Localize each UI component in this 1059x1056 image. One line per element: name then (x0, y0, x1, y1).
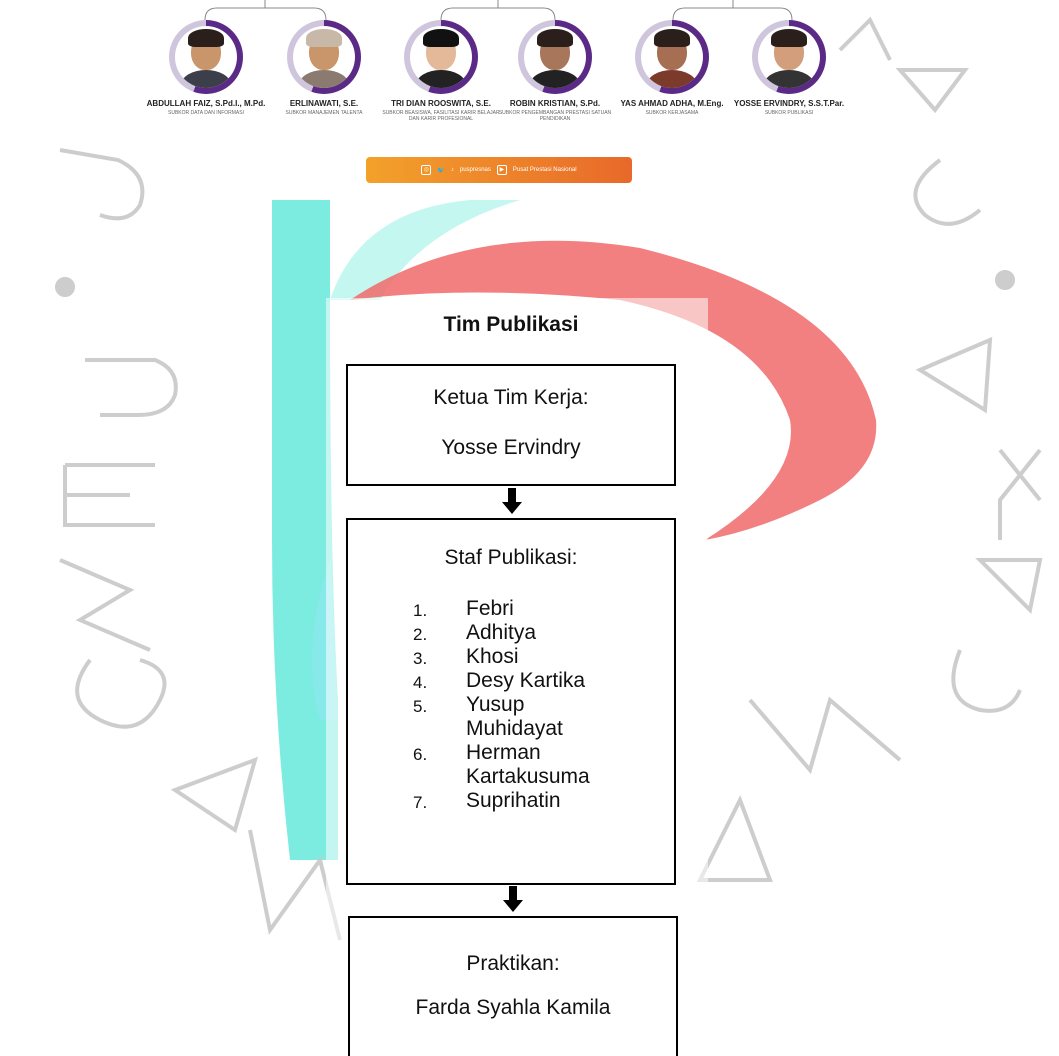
avatar (404, 20, 478, 94)
social-handle: puspresnas (459, 167, 491, 173)
flowchart-title: Tim Publikasi (443, 313, 579, 336)
twitter-icon: 🐦 (437, 167, 445, 174)
avatar (752, 20, 826, 94)
person-role: SUBKOR MANAJEMEN TALENTA (285, 110, 363, 116)
leader-heading: Ketua Tim Kerja: (433, 386, 589, 409)
tiktok-icon: ♪ (450, 167, 454, 173)
person-name: ERLINAWATI, S.E. (289, 99, 359, 108)
intern-name: Farda Syahla Kamila (415, 996, 611, 1019)
youtube-icon: ▶ (496, 165, 507, 175)
list-item: 3.Khosi (413, 645, 519, 668)
person-name: ROBIN KRISTIAN, S.Pd. (509, 99, 601, 108)
org-chart-connectors (204, 0, 793, 21)
person-card: ROBIN KRISTIAN, S.Pd. SUBKOR PENGEMBANGA… (495, 20, 615, 122)
social-media-bar: ◎ 🐦 ♪ puspresnas ▶ Pusat Prestasi Nasion… (366, 157, 632, 183)
list-item: 5.Yusup Muhidayat (413, 693, 563, 740)
list-item: 4.Desy Kartika (413, 669, 586, 692)
intern-heading: Praktikan: (466, 952, 560, 975)
person-name: YAS AHMAD ADHA, M.Eng. (620, 99, 724, 108)
person-name: YOSSE ERVINDRY, S.S.T.Par. (733, 99, 845, 108)
arrow-down-icon (502, 488, 522, 516)
watermark-red-arc (350, 240, 877, 541)
list-item: 2.Adhitya (413, 621, 537, 644)
person-role: SUBKOR KERJASAMA (645, 110, 699, 116)
list-item: 7.Suprihatin (413, 789, 561, 812)
list-item: 1.Febri (413, 597, 514, 620)
person-card: YAS AHMAD ADHA, M.Eng. SUBKOR KERJASAMA (612, 20, 732, 116)
person-role: SUBKOR PUBLIKASI (764, 110, 814, 116)
watermark-teal-arc (330, 200, 520, 300)
staff-heading: Staf Publikasi: (444, 546, 578, 569)
intern-box: Praktikan: Farda Syahla Kamila (348, 916, 678, 1056)
leader-box: Ketua Tim Kerja: Yosse Ervindry (346, 364, 676, 486)
person-name: ABDULLAH FAIZ, S.Pd.I., M.Pd. (146, 99, 266, 108)
person-card: YOSSE ERVINDRY, S.S.T.Par. SUBKOR PUBLIK… (729, 20, 849, 116)
person-card: ABDULLAH FAIZ, S.Pd.I., M.Pd. SUBKOR DAT… (146, 20, 266, 116)
staff-box: Staf Publikasi: (346, 518, 676, 885)
avatar (518, 20, 592, 94)
person-role: SUBKOR DATA DAN INFORMASI (168, 110, 244, 116)
staff-list: 1.Febri 2.Adhitya 3.Khosi 4.Desy Kartika… (413, 597, 666, 813)
leader-name: Yosse Ervindry (441, 436, 581, 459)
person-name: TRI DIAN ROOSWITA, S.E. (391, 99, 491, 108)
avatar (635, 20, 709, 94)
person-role: SUBKOR BEASISWA, FASILITASI KARIR BELAJA… (382, 110, 500, 122)
person-role: SUBKOR PENGEMBANGAN PRESTASI SATUAN PEND… (498, 110, 612, 122)
instagram-icon: ◎ (421, 165, 432, 175)
list-item: 6.Herman Kartakusuma (413, 741, 590, 788)
person-card: TRI DIAN ROOSWITA, S.E. SUBKOR BEASISWA,… (381, 20, 501, 122)
avatar (287, 20, 361, 94)
watermark-letters (55, 16, 1043, 941)
arrow-down-icon (503, 886, 523, 914)
youtube-channel: Pusat Prestasi Nasional (512, 167, 577, 173)
avatar (169, 20, 243, 94)
person-card: ERLINAWATI, S.E. SUBKOR MANAJEMEN TALENT… (264, 20, 384, 116)
